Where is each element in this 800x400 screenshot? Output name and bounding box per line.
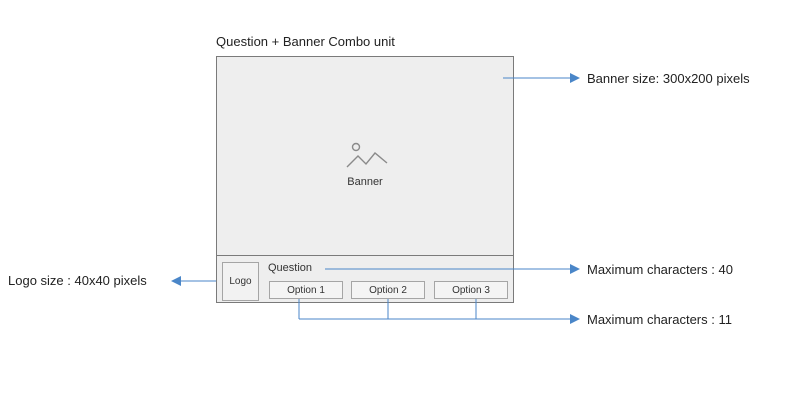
option-2-label: Option 2 <box>369 284 407 296</box>
option-2-button[interactable]: Option 2 <box>351 281 425 299</box>
banner-area: Banner <box>217 57 513 256</box>
question-max-annotation: Maximum characters : 40 <box>587 262 733 277</box>
option-1-label: Option 1 <box>287 284 325 296</box>
image-icon <box>346 142 388 168</box>
logo-size-annotation: Logo size : 40x40 pixels <box>8 273 147 288</box>
logo-label: Logo <box>229 276 252 287</box>
diagram-title: Question + Banner Combo unit <box>216 34 395 49</box>
banner-size-arrowhead <box>570 73 580 83</box>
option-max-arrowhead <box>570 314 580 324</box>
banner-label: Banner <box>347 176 383 188</box>
option-1-button[interactable]: Option 1 <box>269 281 343 299</box>
combo-unit: Banner Logo Question Option 1 Option 2 O… <box>216 56 514 303</box>
question-label: Question <box>268 262 313 274</box>
option-max-annotation: Maximum characters : 11 <box>587 312 732 327</box>
option-3-button[interactable]: Option 3 <box>434 281 508 299</box>
option-3-label: Option 3 <box>452 284 490 296</box>
logo-box: Logo <box>222 262 259 301</box>
question-max-arrowhead <box>570 264 580 274</box>
logo-size-arrowhead <box>171 276 181 286</box>
banner-size-annotation: Banner size: 300x200 pixels <box>587 71 750 86</box>
